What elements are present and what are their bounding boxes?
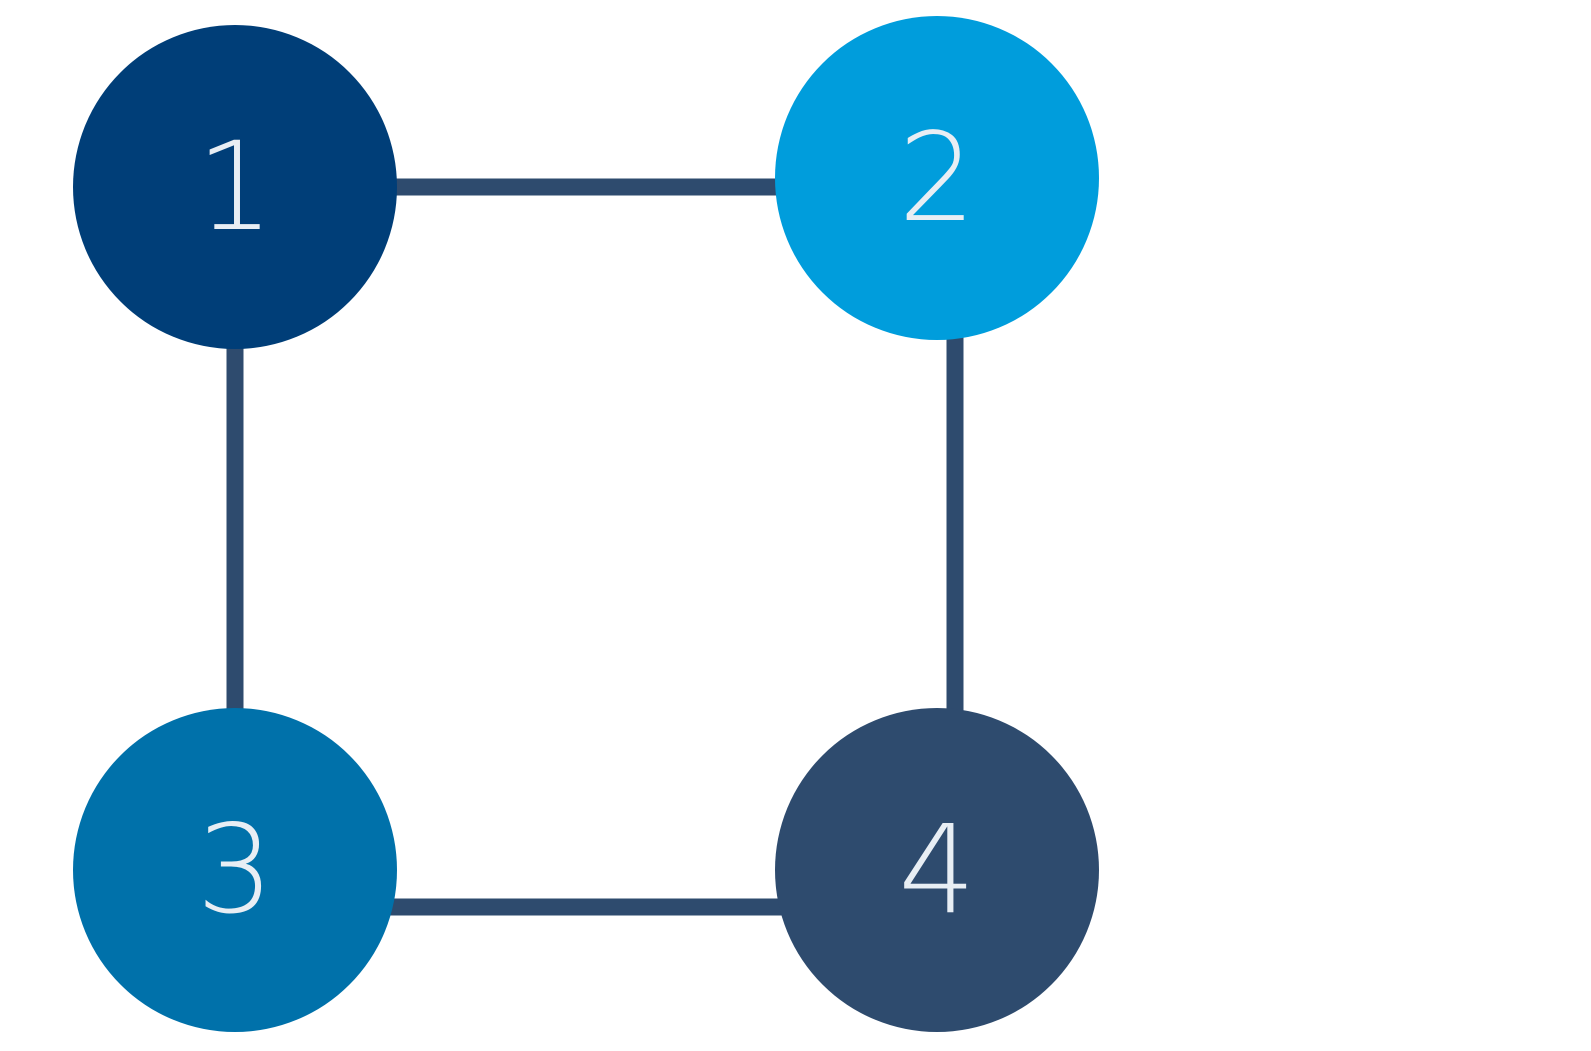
node-1[interactable]: 1 [73, 25, 397, 349]
node-4[interactable]: 4 [775, 708, 1099, 1032]
node-1-label: 1 [196, 116, 274, 258]
node-3-label: 3 [196, 799, 274, 941]
node-3[interactable]: 3 [73, 708, 397, 1032]
node-2[interactable]: 2 [775, 16, 1099, 340]
node-4-label: 4 [898, 799, 976, 941]
node-3-circle [73, 708, 397, 1032]
node-2-circle [775, 16, 1099, 340]
nodes: 1 2 3 4 [73, 16, 1099, 1032]
node-2-label: 2 [898, 107, 976, 249]
node-4-circle [775, 708, 1099, 1032]
node-1-circle [73, 25, 397, 349]
